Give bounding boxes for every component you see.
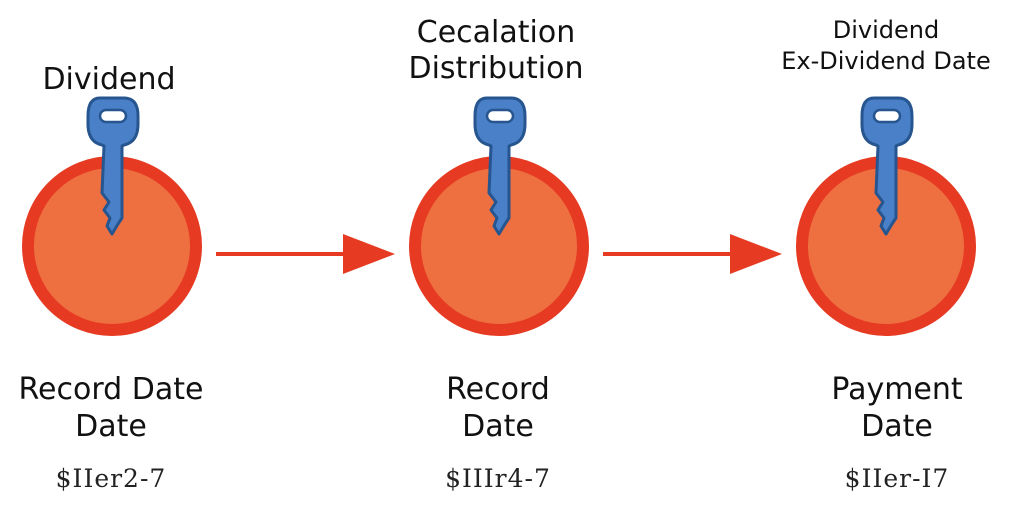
stage-1-code: $IIer2-7 [55,464,167,493]
stage-2-code: $IIIr4-7 [445,464,551,493]
stage-2-top-line-1: Cecalation [416,15,576,50]
key-body [473,96,527,236]
stage-1-bottom-label: Record Date Date [0,372,222,445]
key-hole [98,108,128,124]
arrow-2 [603,234,782,274]
arrow-1 [216,234,395,274]
arrow-head [730,234,782,274]
key-body [860,96,914,236]
arrow-head [343,234,395,274]
arrows-layer [216,234,782,274]
stage-3-top-label: Dividend Ex-Dividend Date [768,15,1004,76]
stage-2-bottom-line-1: Record [446,372,550,407]
stage-1-top-line-1: Dividend [42,62,176,97]
stage-3-top-line-1: Dividend [832,16,940,44]
stage-3-key-icon [860,96,914,236]
stage-1-bottom-line-1: Record Date [18,372,204,407]
keys-layer [86,96,914,236]
stage-3-bottom-label: Payment Date [792,372,1002,445]
stage-1-top-label: Dividend [34,62,184,98]
stage-3-code: $IIer-I7 [844,464,950,493]
stage-1-bottom-line-2: Date [75,408,147,444]
stage-3-bottom-line-2: Date [861,408,933,444]
stage-3-bottom-line-1: Payment [831,372,963,407]
stage-2-bottom-label: Record Date [398,372,598,445]
stage-3-top-line-2: Ex-Dividend Date [781,46,991,75]
stage-2-top-label: Cecalation Distribution [380,15,612,87]
stage-2-key-icon [473,96,527,236]
stage-2-bottom-line-2: Date [462,408,534,444]
key-hole [872,108,902,124]
key-body [86,96,140,236]
stage-1-key-icon [86,96,140,236]
stage-2-top-line-2: Distribution [408,51,584,86]
key-hole [485,108,515,124]
